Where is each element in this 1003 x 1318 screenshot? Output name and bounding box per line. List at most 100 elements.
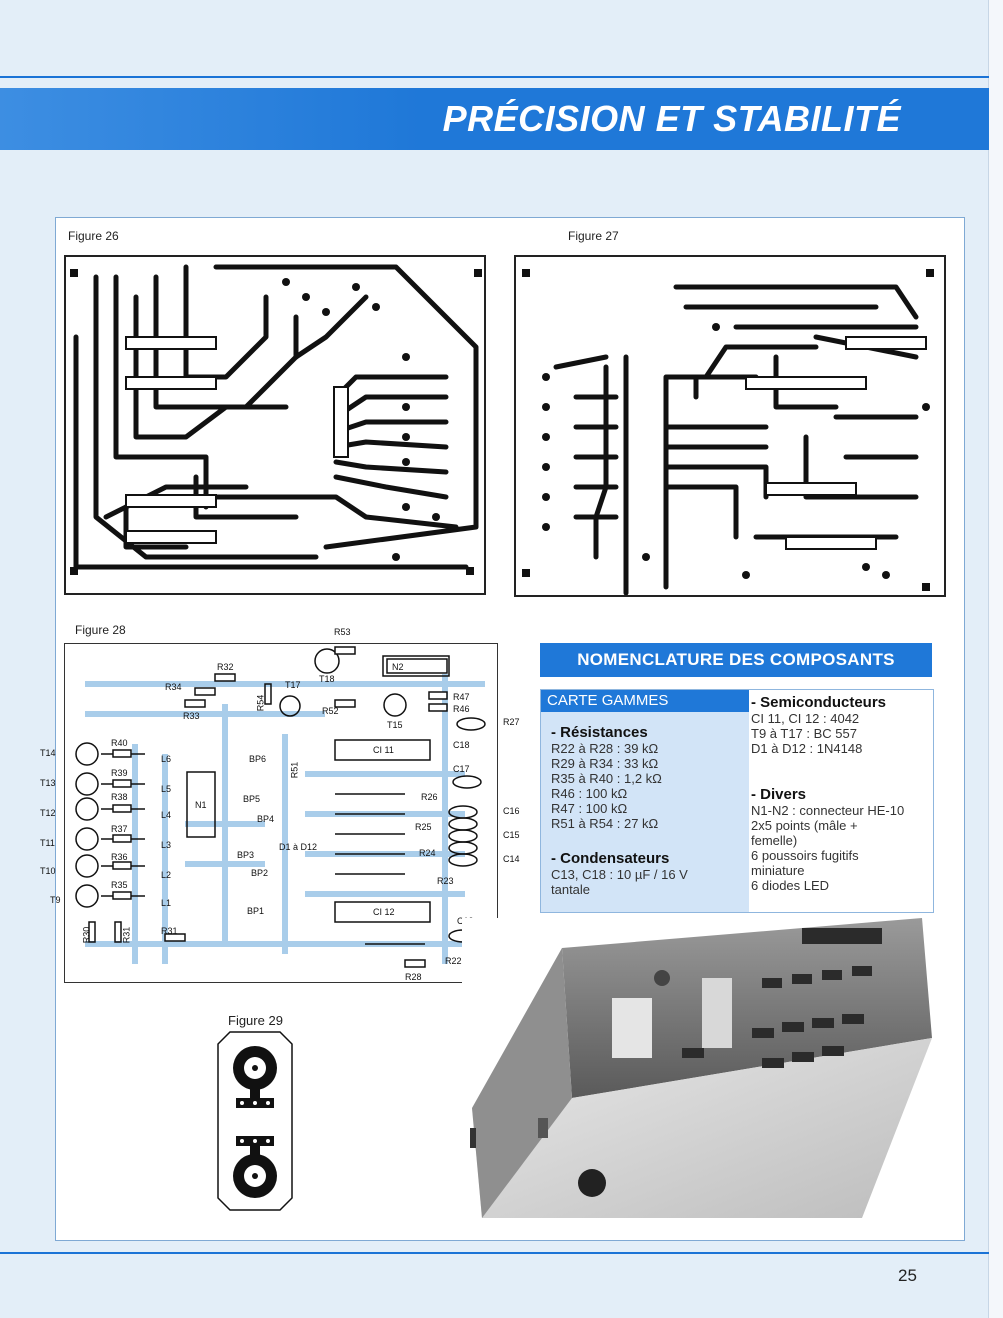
component-layout-drawing: R32 R34 R33 T17 T18 R52 R47 R46 T15 C18 … <box>75 646 486 982</box>
svg-text:R26: R26 <box>421 792 438 802</box>
figure-26-label: Figure 26 <box>68 229 119 243</box>
svg-text:R35: R35 <box>111 880 128 890</box>
list-item: R51 à R54 : 27 kΩ <box>551 816 659 831</box>
bottom-rule <box>0 1252 989 1254</box>
svg-text:R28: R28 <box>405 972 422 982</box>
list-item: 2x5 points (mâle + <box>751 818 858 833</box>
figure-28-schematic: R32 R34 R33 T17 T18 R52 R47 R46 T15 C18 … <box>64 643 498 983</box>
list-item: D1 à D12 : 1N4148 <box>751 741 863 756</box>
page-title: PRÉCISION ET STABILITÉ <box>442 98 901 139</box>
list-item: N1-N2 : connecteur HE-10 <box>751 803 905 818</box>
pcb-trace-drawing <box>522 269 934 596</box>
transistor-label: T12 <box>40 808 56 818</box>
svg-text:R23: R23 <box>437 876 454 886</box>
list-item: R35 à R40 : 1,2 kΩ <box>551 771 662 786</box>
svg-text:R39: R39 <box>111 768 128 778</box>
transistor-label: T10 <box>40 866 56 876</box>
svg-text:R47: R47 <box>453 692 470 702</box>
svg-text:L1: L1 <box>161 898 171 908</box>
list-item: T9 à T17 : BC 557 <box>751 726 857 741</box>
part-label-r53: R53 <box>334 627 351 637</box>
pcb-trace-drawing <box>70 264 482 575</box>
figure-26-pcb <box>64 255 486 595</box>
list-item: 6 poussoirs fugitifs <box>751 848 859 863</box>
list-item: R22 à R28 : 39 kΩ <box>551 741 659 756</box>
part-label-c14: C14 <box>503 854 520 864</box>
transistor-label: T11 <box>40 838 55 848</box>
svg-text:BP5: BP5 <box>243 794 260 804</box>
part-label-c16: C16 <box>503 806 520 816</box>
svg-text:D1 à D12: D1 à D12 <box>279 842 317 852</box>
condensateurs-title: - Condensateurs <box>551 850 670 867</box>
nomenclature-left-column: CARTE GAMMES - Résistances R22 à R28 : 3… <box>541 690 749 912</box>
svg-text:T18: T18 <box>319 674 335 684</box>
condensateurs-list: - Condensateurs C13, C18 : 10 µF / 16 V … <box>551 850 688 897</box>
svg-text:L6: L6 <box>161 754 171 764</box>
svg-text:R34: R34 <box>165 682 182 692</box>
svg-text:BP6: BP6 <box>249 754 266 764</box>
device-illustration <box>462 918 942 1230</box>
page-edge <box>988 0 1003 1318</box>
part-label-c15: C15 <box>503 830 520 840</box>
list-item: tantale <box>551 882 591 897</box>
svg-text:R46: R46 <box>453 704 470 714</box>
divers-list: - Divers N1-N2 : connecteur HE-10 2x5 po… <box>751 786 904 893</box>
svg-text:BP4: BP4 <box>257 814 274 824</box>
svg-text:R36: R36 <box>111 852 128 862</box>
svg-text:R22: R22 <box>445 956 462 966</box>
nomenclature-title: NOMENCLATURE DES COMPOSANTS <box>540 643 932 677</box>
section-title: CARTE GAMMES <box>541 690 749 712</box>
list-item: R29 à R34 : 33 kΩ <box>551 756 659 771</box>
svg-text:N1: N1 <box>195 800 207 810</box>
svg-text:R38: R38 <box>111 792 128 802</box>
list-item: C13, C18 : 10 µF / 16 V <box>551 867 688 882</box>
list-item: R47 : 100 kΩ <box>551 801 628 816</box>
svg-text:R52: R52 <box>322 706 339 716</box>
svg-text:CI 11: CI 11 <box>373 745 394 755</box>
part-label-r27: R27 <box>503 717 520 727</box>
svg-text:R25: R25 <box>415 822 432 832</box>
top-rule <box>0 76 989 78</box>
semiconducteurs-title: - Semiconducteurs <box>751 694 887 711</box>
divers-title: - Divers <box>751 786 807 803</box>
figure-29-label: Figure 29 <box>228 1013 283 1028</box>
svg-text:T17: T17 <box>285 680 301 690</box>
svg-text:R31: R31 <box>161 926 178 936</box>
svg-text:CI 12: CI 12 <box>373 907 395 917</box>
resistances-title: - Résistances <box>551 724 648 741</box>
svg-text:R24: R24 <box>419 848 436 858</box>
device-photo <box>462 918 942 1230</box>
part-label-r51: R51 <box>289 761 300 779</box>
part-label-r29: R30 <box>81 926 92 944</box>
list-item: 6 diodes LED <box>751 878 830 893</box>
figure-28-label: Figure 28 <box>75 623 126 637</box>
part-label-r54: R54 <box>255 694 266 712</box>
banner-gradient <box>0 88 420 150</box>
svg-text:C18: C18 <box>453 740 470 750</box>
figure-29-pcb <box>216 1030 294 1212</box>
list-item: miniature <box>751 863 805 878</box>
svg-text:R37: R37 <box>111 824 128 834</box>
semiconducteurs-list: - Semiconducteurs CI 11, CI 12 : 4042 T9… <box>751 694 886 756</box>
svg-text:T15: T15 <box>387 720 403 730</box>
transistor-label: T13 <box>40 778 56 788</box>
transistor-label: T14 <box>40 748 56 758</box>
transistor-label: T9 <box>50 895 61 905</box>
figure-27-label: Figure 27 <box>568 229 619 243</box>
svg-text:R32: R32 <box>217 662 234 672</box>
svg-text:L2: L2 <box>161 870 171 880</box>
pcb-drawing <box>217 1031 293 1211</box>
list-item: R46 : 100 kΩ <box>551 786 628 801</box>
svg-text:C17: C17 <box>453 764 470 774</box>
resistances-list: - Résistances R22 à R28 : 39 kΩ R29 à R3… <box>551 724 662 831</box>
svg-text:BP2: BP2 <box>251 868 268 878</box>
list-item: femelle) <box>751 833 798 848</box>
title-banner: PRÉCISION ET STABILITÉ <box>0 88 989 150</box>
svg-text:R40: R40 <box>111 738 128 748</box>
svg-text:BP3: BP3 <box>237 850 254 860</box>
page-number: 25 <box>898 1266 917 1285</box>
svg-text:BP1: BP1 <box>247 906 264 916</box>
svg-text:L3: L3 <box>161 840 171 850</box>
svg-text:L4: L4 <box>161 810 171 820</box>
figure-27-pcb <box>514 255 946 597</box>
